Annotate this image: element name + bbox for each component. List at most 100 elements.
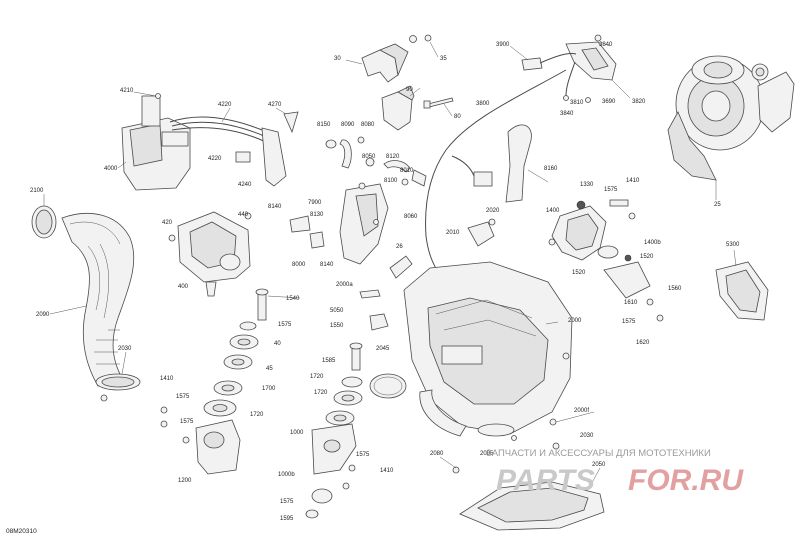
label-2100: 2100 (30, 188, 44, 194)
connector-part (451, 155, 493, 187)
label-2000f: 2000f (574, 408, 589, 414)
label-1575-e: 1575 (180, 419, 194, 425)
label-5300: 5300 (726, 242, 740, 248)
label-1400: 1400 (546, 208, 560, 214)
airbox-2000-part (403, 261, 573, 441)
label-8140-top: 8140 (268, 204, 282, 210)
label-1520-b: 1520 (572, 270, 586, 276)
part-number-labels: 35 30 90 80 3900 3840 3820 3690 3810 384… (30, 42, 740, 522)
label-1000: 1000 (290, 430, 304, 436)
watermark-logo-right: FOR.RU (628, 464, 744, 497)
intake-tube-part (31, 205, 141, 402)
label-1575-c: 1575 (278, 322, 292, 328)
valve-part (467, 218, 496, 247)
label-45: 45 (266, 366, 273, 372)
label-1330: 1330 (580, 182, 594, 188)
label-1620: 1620 (636, 340, 650, 346)
label-1610: 1610 (624, 300, 638, 306)
label-1720-b: 1720 (250, 412, 264, 418)
engine-mount-400-part (168, 211, 252, 297)
plug-2000f-part (549, 418, 557, 426)
label-8120: 8120 (386, 154, 400, 160)
label-2045: 2045 (376, 346, 390, 352)
figure-id: 08M20310 (6, 528, 37, 535)
turbocharger-part (667, 55, 795, 181)
label-3900: 3900 (496, 42, 510, 48)
label-8150: 8150 (317, 122, 331, 128)
watermark-logo-left: PARTS (496, 464, 595, 497)
label-1575-g: 1575 (280, 499, 294, 505)
label-30: 30 (334, 56, 341, 62)
label-4270: 4270 (268, 102, 282, 108)
label-1720-a: 1720 (310, 374, 324, 380)
intake-fittings-part (289, 136, 427, 279)
label-2000a: 2000a (336, 282, 353, 288)
label-1410-c: 1410 (380, 468, 394, 474)
mount-bracket-1200-part (160, 406, 241, 475)
label-26: 26 (396, 244, 403, 250)
label-3840-top: 3840 (599, 42, 613, 48)
cover-5300-part (715, 261, 769, 321)
label-1575-a: 1575 (604, 187, 618, 193)
label-2050: 2050 (592, 462, 606, 468)
label-25: 25 (714, 202, 721, 208)
clamp-2045-part (369, 373, 407, 399)
mount-stack-left-part (203, 288, 269, 417)
label-2085: 2085 (480, 451, 494, 457)
label-2090: 2090 (36, 312, 50, 318)
label-1700: 1700 (262, 386, 276, 392)
label-4220-top: 4220 (218, 102, 232, 108)
label-2030: 2030 (118, 346, 132, 352)
fitting-5050-part (369, 313, 389, 331)
label-1595: 1595 (280, 516, 294, 522)
label-8160: 8160 (544, 166, 558, 172)
label-4220-low: 4220 (208, 156, 222, 162)
label-400: 400 (178, 284, 189, 290)
label-4210: 4210 (120, 88, 134, 94)
label-1400b: 1400b (644, 240, 661, 246)
bolt-80-part (423, 97, 454, 109)
label-1575-d: 1575 (176, 394, 190, 400)
label-3800: 3800 (476, 101, 490, 107)
label-8080: 8080 (361, 122, 375, 128)
hose-8160-part (505, 124, 532, 203)
label-8140-low: 8140 (320, 262, 334, 268)
solenoid-assembly-part (121, 93, 299, 191)
label-1585: 1585 (322, 358, 336, 364)
label-8010: 8010 (400, 168, 414, 174)
label-1410-a: 1410 (626, 178, 640, 184)
label-8100: 8100 (384, 178, 398, 184)
label-8050: 8050 (362, 154, 376, 160)
label-4240: 4240 (238, 182, 252, 188)
label-1520-a: 1520 (640, 254, 654, 260)
label-3810: 3810 (570, 100, 584, 106)
label-1410-b: 1410 (160, 376, 174, 382)
label-1000b: 1000b (278, 472, 295, 478)
label-3690: 3690 (602, 99, 616, 105)
label-1575-f: 1575 (356, 452, 370, 458)
mount-stack-center-part (305, 342, 363, 519)
label-2020: 2020 (486, 208, 500, 214)
upper-bracket-part (361, 34, 432, 83)
strip-2000a-part (359, 289, 381, 299)
label-4000: 4000 (104, 166, 118, 172)
tray-2050-part (452, 442, 605, 531)
label-1720-c: 1720 (314, 390, 328, 396)
label-1540: 1540 (286, 296, 300, 302)
label-8060: 8060 (404, 214, 418, 220)
label-1575-b: 1575 (622, 319, 636, 325)
label-40: 40 (274, 341, 281, 347)
label-2080: 2080 (430, 451, 444, 457)
label-90: 90 (406, 87, 413, 93)
leader-lines (43, 41, 737, 491)
label-1200: 1200 (178, 478, 192, 484)
label-2030-b: 2030 (580, 433, 594, 439)
label-2000: 2000 (568, 318, 582, 324)
watermark: ЗАПЧАСТИ И АКСЕССУАРЫ ДЛЯ МОТОТЕХНИКИ PA… (486, 448, 744, 497)
label-2010: 2010 (446, 230, 460, 236)
label-420: 420 (162, 220, 173, 226)
label-8130: 8130 (310, 212, 324, 218)
label-3820: 3820 (632, 99, 646, 105)
